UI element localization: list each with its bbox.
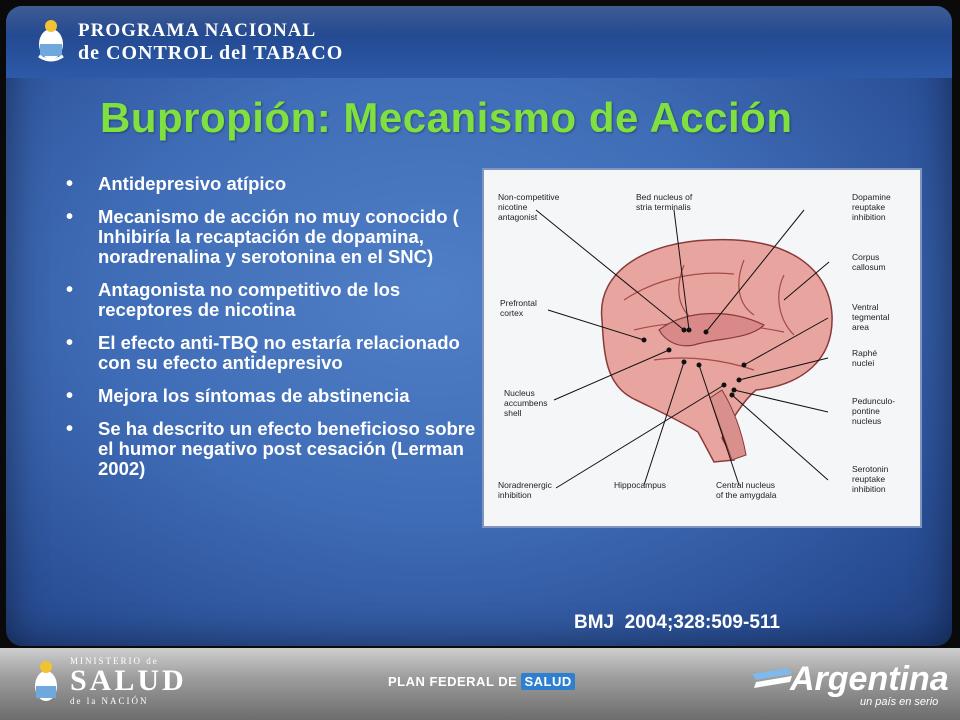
bullet-list: Antidepresivo atípico Mecanismo de acció… (66, 174, 476, 492)
brain-cortex (600, 238, 833, 463)
footer-bar: MINISTERIO de SALUD de la NACIÓN PLAN FE… (0, 648, 960, 720)
argentina-tagline: un país en serio (860, 696, 939, 708)
list-item: Mecanismo de acción no muy conocido ( In… (66, 207, 476, 267)
coat-of-arms-icon (35, 661, 57, 701)
salud-label: SALUD (70, 664, 187, 697)
argentina-flag-icon (752, 668, 792, 688)
program-name: PROGRAMA NACIONAL de CONTROL del TABACO (78, 20, 343, 64)
list-item: Se ha descrito un efecto beneficioso sob… (66, 419, 476, 479)
plan-federal-logo: PLAN FEDERAL DE SALUD (388, 673, 575, 690)
plan-salud-label: SALUD (521, 673, 575, 690)
slide: PROGRAMA NACIONAL de CONTROL del TABACO … (6, 6, 952, 646)
list-item: Antagonista no competitivo de los recept… (66, 280, 476, 320)
ministerio-logo: MINISTERIO de SALUD de la NACIÓN (70, 656, 187, 706)
citation: BMJ 2004;328:509-511 (574, 612, 780, 633)
page-title: Bupropión: Mecanismo de Acción (100, 94, 793, 141)
header-band (6, 6, 952, 78)
label-hippocampus: Hippocampus (614, 480, 666, 490)
plan-label: PLAN FEDERAL DE (388, 674, 518, 689)
ministerio-label: MINISTERIO de (70, 656, 159, 666)
list-item: Mejora los síntomas de abstinencia (66, 386, 476, 407)
nacion-label: de la NACIÓN (70, 696, 149, 706)
argentina-logo: Argentina (790, 660, 949, 698)
list-item: Antidepresivo atípico (66, 174, 476, 195)
program-line2: de CONTROL del TABACO (78, 42, 344, 64)
coat-of-arms-icon (38, 20, 64, 62)
list-item: El efecto anti-TBQ no estaría relacionad… (66, 333, 476, 373)
program-line1: PROGRAMA NACIONAL (78, 20, 317, 41)
